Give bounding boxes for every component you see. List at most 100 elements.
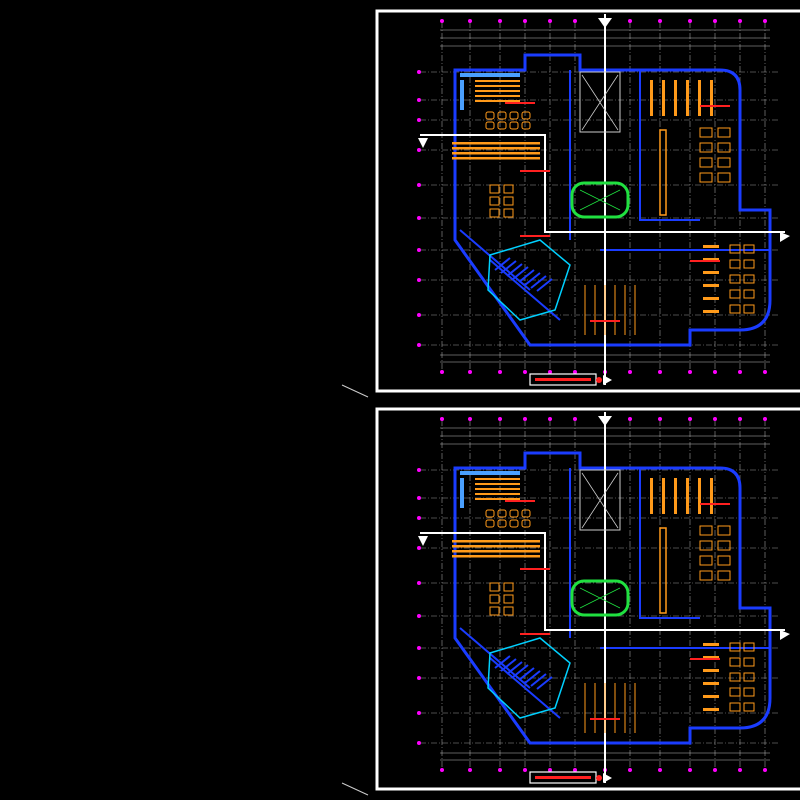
grid-bubble bbox=[628, 768, 632, 772]
interior-wall bbox=[459, 468, 770, 719]
lower-floor-plan bbox=[341, 407, 800, 796]
bookshelf bbox=[710, 80, 713, 116]
bookshelf bbox=[452, 540, 540, 543]
bookshelf bbox=[475, 100, 520, 102]
void-opening bbox=[570, 181, 630, 219]
title-box bbox=[529, 373, 597, 386]
bookshelf bbox=[452, 147, 540, 150]
north-arrow bbox=[603, 773, 612, 783]
bookshelf bbox=[703, 682, 719, 685]
bookshelf bbox=[703, 245, 719, 248]
reading-table bbox=[743, 687, 755, 697]
grid-bubble bbox=[468, 417, 472, 421]
section-arrow bbox=[598, 18, 612, 28]
section-arrow bbox=[598, 416, 612, 426]
stair-tread bbox=[512, 266, 529, 280]
bookshelf bbox=[674, 80, 677, 116]
reading-table bbox=[743, 657, 755, 667]
section-line bbox=[420, 134, 785, 233]
grid-bubble bbox=[417, 216, 421, 220]
interior-wall bbox=[460, 471, 520, 508]
core bbox=[579, 469, 621, 531]
room-label bbox=[690, 260, 720, 262]
reading-table bbox=[503, 208, 514, 218]
grid-bubble bbox=[738, 417, 742, 421]
stair-tread bbox=[536, 278, 553, 292]
grid-bubble bbox=[417, 516, 421, 520]
bookshelf bbox=[650, 80, 653, 116]
room-label bbox=[505, 102, 535, 104]
reading-table bbox=[699, 127, 713, 138]
sheet-frame bbox=[375, 9, 800, 393]
grid-bubble bbox=[440, 370, 444, 374]
reading-table bbox=[717, 525, 731, 536]
reading-table bbox=[743, 259, 755, 269]
grid-bubble bbox=[417, 183, 421, 187]
reading-table bbox=[717, 570, 731, 581]
section-arrow bbox=[780, 232, 790, 242]
reading-table bbox=[729, 244, 741, 254]
grid-bubble bbox=[417, 741, 421, 745]
upper-floor-plan bbox=[341, 9, 800, 398]
bookshelf bbox=[703, 708, 719, 711]
stair-tread bbox=[506, 263, 523, 277]
grid-bubble bbox=[417, 614, 421, 618]
grid-bubble bbox=[417, 278, 421, 282]
reading-table bbox=[521, 519, 531, 528]
bookshelf bbox=[475, 483, 520, 485]
grid-bubble bbox=[417, 148, 421, 152]
reading-table bbox=[489, 582, 500, 592]
grid-bubble bbox=[628, 417, 632, 421]
stair-tread bbox=[512, 664, 529, 678]
atrium-outline bbox=[487, 637, 571, 719]
bookshelf bbox=[452, 555, 540, 558]
reading-table bbox=[717, 540, 731, 551]
grid-bubble bbox=[417, 248, 421, 252]
bookshelf bbox=[686, 478, 689, 514]
grid-bubble bbox=[688, 768, 692, 772]
grid-bubble bbox=[417, 343, 421, 347]
bookshelf bbox=[475, 95, 520, 97]
core bbox=[579, 71, 621, 133]
reading-table bbox=[729, 259, 741, 269]
sheet-frame bbox=[375, 407, 800, 791]
reading-table bbox=[729, 274, 741, 284]
room-label bbox=[520, 170, 550, 172]
reading-table bbox=[699, 525, 713, 536]
room-label bbox=[505, 500, 535, 502]
counter bbox=[659, 129, 667, 216]
stair-tread bbox=[494, 257, 511, 271]
grid-bubble bbox=[763, 370, 767, 374]
grid-bubble bbox=[523, 19, 527, 23]
grid-bubble bbox=[713, 768, 717, 772]
grid-bubble bbox=[573, 370, 577, 374]
grid-bubble bbox=[548, 370, 552, 374]
grid-bubble bbox=[658, 370, 662, 374]
reading-table bbox=[729, 687, 741, 697]
reading-table bbox=[699, 172, 713, 183]
grid-bubble bbox=[417, 98, 421, 102]
grid-bubble bbox=[417, 711, 421, 715]
reading-table bbox=[509, 111, 519, 120]
reading-table bbox=[521, 121, 531, 130]
bookshelf bbox=[452, 545, 540, 548]
scale-marker bbox=[596, 775, 602, 781]
reading-table bbox=[729, 672, 741, 682]
reading-table bbox=[743, 244, 755, 254]
reading-table bbox=[743, 289, 755, 299]
reading-table bbox=[699, 555, 713, 566]
reading-table bbox=[729, 304, 741, 314]
grid-bubble bbox=[417, 313, 421, 317]
reading-table bbox=[743, 642, 755, 652]
bookshelf bbox=[452, 142, 540, 145]
grid-bubble bbox=[548, 417, 552, 421]
void-cross bbox=[579, 587, 621, 609]
grid-bubble bbox=[417, 581, 421, 585]
grid-bubble bbox=[658, 768, 662, 772]
grid-bubble bbox=[763, 19, 767, 23]
reading-table bbox=[485, 111, 495, 120]
bookshelf bbox=[703, 297, 719, 300]
reading-table bbox=[497, 111, 507, 120]
